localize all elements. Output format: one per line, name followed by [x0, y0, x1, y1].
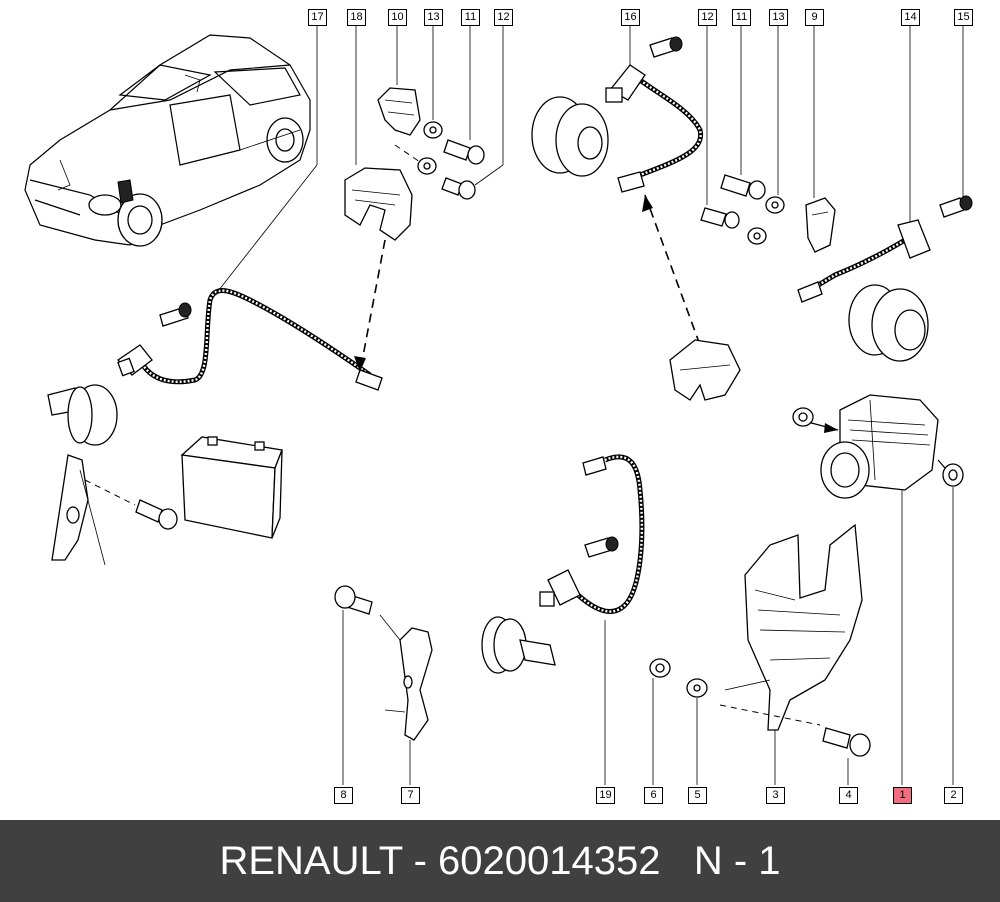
callout-4: 4 — [839, 787, 858, 804]
wheel-speed-sensor-front-left — [117, 288, 383, 391]
leader-lines — [214, 25, 964, 785]
nut-upper — [792, 407, 814, 427]
callout-13: 13 — [424, 9, 443, 26]
sensor-clip-lower-middle — [669, 339, 741, 401]
bolt-15 — [939, 195, 973, 218]
battery — [180, 436, 283, 539]
callout-12: 12 — [698, 9, 717, 26]
washer-13b — [747, 196, 785, 245]
callout-19: 19 — [596, 787, 615, 804]
callout-6: 6 — [644, 787, 663, 804]
callout-11: 11 — [732, 9, 751, 26]
callout-18: 18 — [347, 9, 366, 26]
nut-2 — [937, 459, 964, 487]
wheel-speed-sensor-16 — [605, 36, 704, 346]
bolt-12a — [441, 177, 476, 200]
callout-3: 3 — [766, 787, 785, 804]
wheel-hub-left — [47, 384, 118, 446]
bracket-left — [51, 454, 136, 566]
bracket-9 — [805, 197, 836, 253]
parts-diagram: 17 18 10 13 11 12 16 12 11 13 9 14 15 8 … — [24, 9, 973, 804]
callout-16: 16 — [621, 9, 640, 26]
tone-ring-top — [531, 96, 609, 177]
callout-12: 12 — [494, 9, 513, 26]
bolt-12b — [700, 207, 740, 229]
car-illustration — [24, 34, 311, 247]
callout-9: 9 — [805, 9, 824, 26]
bolt-8 — [334, 585, 401, 641]
wheel-speed-sensor-14 — [797, 219, 931, 303]
callout-5: 5 — [688, 787, 707, 804]
callout-7: 7 — [401, 787, 420, 804]
bolt-4 — [822, 727, 871, 757]
bracket-10 — [377, 87, 421, 163]
callout-14: 14 — [901, 9, 920, 26]
callout-11: 11 — [461, 9, 480, 26]
exploded-view-drawing — [24, 25, 973, 785]
callout-17: 17 — [308, 9, 327, 26]
wheel-speed-sensor-19 — [539, 454, 645, 614]
callout-8: 8 — [334, 787, 353, 804]
callout-15: 15 — [954, 9, 973, 26]
bolt-left — [135, 499, 178, 530]
callout-10: 10 — [388, 9, 407, 26]
part-number-caption: RENAULT - 6020014352 N - 1 — [0, 820, 1000, 902]
bracket-7 — [384, 627, 433, 741]
callout-1-highlighted: 1 — [893, 787, 912, 804]
washer-5 — [686, 678, 708, 698]
callout-13: 13 — [769, 9, 788, 26]
nut-6 — [649, 658, 671, 678]
wheel-hub-lower — [481, 616, 556, 674]
sensor-clip-18 — [344, 167, 413, 373]
bolt-11a — [443, 139, 485, 165]
mounting-plate-3 — [719, 523, 863, 731]
abs-hydraulic-unit-1 — [799, 394, 939, 499]
bolt-11b — [720, 174, 766, 200]
callout-2: 2 — [944, 787, 963, 804]
tone-ring-right — [848, 284, 929, 362]
washer-13a — [417, 121, 443, 175]
